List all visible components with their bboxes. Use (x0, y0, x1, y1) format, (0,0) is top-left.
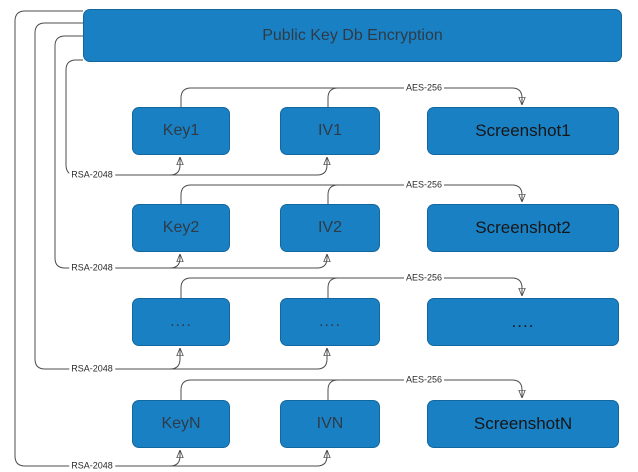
rsa-edge-row4-iv (92, 451, 327, 467)
node-key2-label: Key2 (162, 219, 200, 236)
node-iv1[interactable]: IV1 (280, 107, 380, 155)
rsa-edge-row1-key (65, 59, 180, 176)
aes-256-label-row1: AES-256 (403, 82, 445, 94)
node-iv1-label: IV1 (317, 122, 342, 139)
node-iv-ellipsis[interactable]: .... (280, 298, 380, 346)
rsa-edge-row1-iv (92, 158, 327, 176)
aes-edge-row2-iv-join (327, 184, 339, 204)
node-keyn-label: KeyN (161, 415, 201, 432)
rsa-2048-label-row2: RSA-2048 (69, 262, 115, 274)
aes-edge-row3 (180, 277, 522, 298)
aes-256-label-row2: AES-256 (403, 179, 445, 191)
rsa-2048-label-row1: RSA-2048 (69, 169, 115, 181)
node-screenshotn-label: ScreenshotN (473, 414, 573, 433)
node-key1[interactable]: Key1 (132, 107, 230, 155)
rsa-edge-row3-iv (92, 349, 327, 370)
node-iv2[interactable]: IV2 (280, 204, 380, 252)
rsa-2048-label-row3: RSA-2048 (69, 363, 115, 375)
aes-edge-row1 (180, 87, 522, 107)
node-keyn[interactable]: KeyN (132, 400, 230, 448)
rsa-edge-row4-key (14, 10, 180, 467)
node-ivn-label: IVN (316, 415, 344, 432)
node-key-ellipsis[interactable]: .... (132, 298, 230, 346)
aes-edge-row3-iv-join (327, 277, 339, 298)
aes-edge-row2 (180, 184, 522, 204)
aes-256-label-row4: AES-256 (403, 374, 445, 386)
aes-edge-row4 (180, 379, 522, 400)
node-screenshotn[interactable]: ScreenshotN (427, 400, 619, 448)
node-title: Public Key Db Encryption (262, 26, 443, 44)
node-screenshot-ellipsis-label: .... (511, 312, 535, 331)
node-key1-label: Key1 (162, 122, 200, 139)
node-public-key-db-encryption[interactable]: Public Key Db Encryption (83, 9, 622, 62)
node-key2[interactable]: Key2 (132, 204, 230, 252)
aes-edge-row1-iv-join (327, 87, 339, 107)
node-screenshot1[interactable]: Screenshot1 (427, 107, 619, 155)
aes-edge-row4-iv-join (327, 379, 339, 400)
rsa-edge-row3-key (34, 22, 180, 370)
node-screenshot1-label: Screenshot1 (475, 121, 571, 140)
rsa-edge-row2-iv (92, 255, 327, 269)
node-iv2-label: IV2 (317, 219, 342, 236)
node-screenshot-ellipsis[interactable]: .... (427, 298, 619, 346)
node-iv-ellipsis-label: .... (319, 313, 341, 330)
node-screenshot2-label: Screenshot2 (475, 218, 571, 237)
aes-256-label-row3: AES-256 (403, 272, 445, 284)
node-key-ellipsis-label: .... (170, 313, 192, 330)
node-ivn[interactable]: IVN (280, 400, 380, 448)
node-screenshot2[interactable]: Screenshot2 (427, 204, 619, 252)
rsa-2048-label-row4: RSA-2048 (69, 460, 115, 472)
rsa-edge-row2-key (54, 35, 180, 269)
